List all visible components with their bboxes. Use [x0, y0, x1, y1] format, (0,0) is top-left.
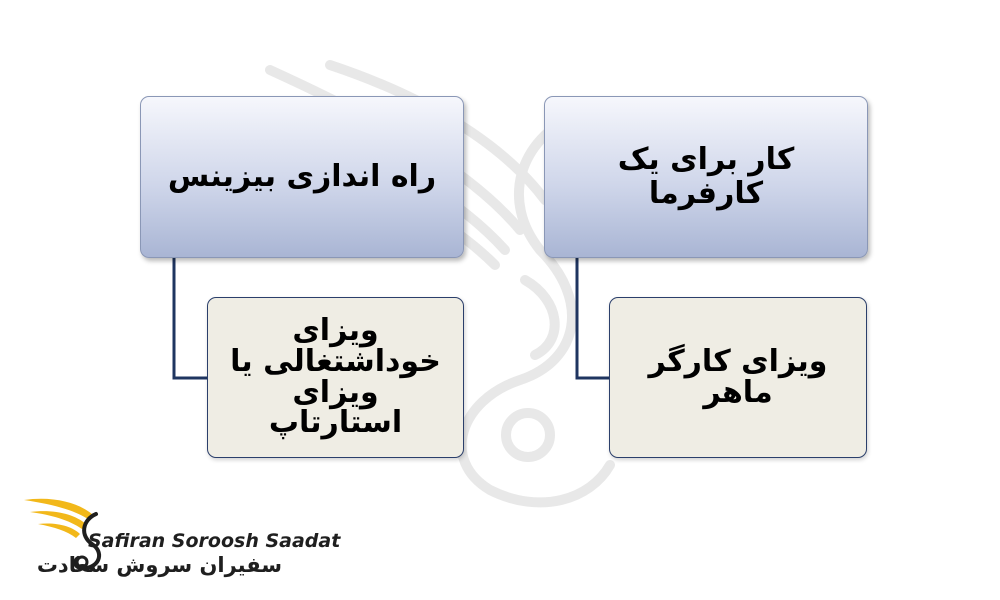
- box-start-business: راه اندازی بیزینس: [140, 96, 464, 258]
- box-skilled-worker-visa-label: ویزای کارگر ماهر: [648, 343, 828, 410]
- box-self-employment-visa-label: ویزای خوداشتغالی یا ویزای استارتاپ: [230, 313, 441, 441]
- box-self-employment-visa: ویزای خوداشتغالی یا ویزای استارتاپ: [207, 297, 464, 458]
- logo-english-text: Safiran Soroosh Saadat: [88, 530, 341, 552]
- logo-persian-text: سفیران سروش سعادت: [36, 553, 282, 577]
- connector-right: [575, 258, 609, 380]
- box-work-for-employer-label: کار برای یک کارفرما: [617, 141, 795, 211]
- box-start-business-label: راه اندازی بیزینس: [167, 158, 437, 194]
- box-skilled-worker-visa: ویزای کارگر ماهر: [609, 297, 867, 458]
- company-logo-icon: [24, 498, 102, 571]
- connector-left: [172, 258, 207, 380]
- box-work-for-employer: کار برای یک کارفرما: [544, 96, 868, 258]
